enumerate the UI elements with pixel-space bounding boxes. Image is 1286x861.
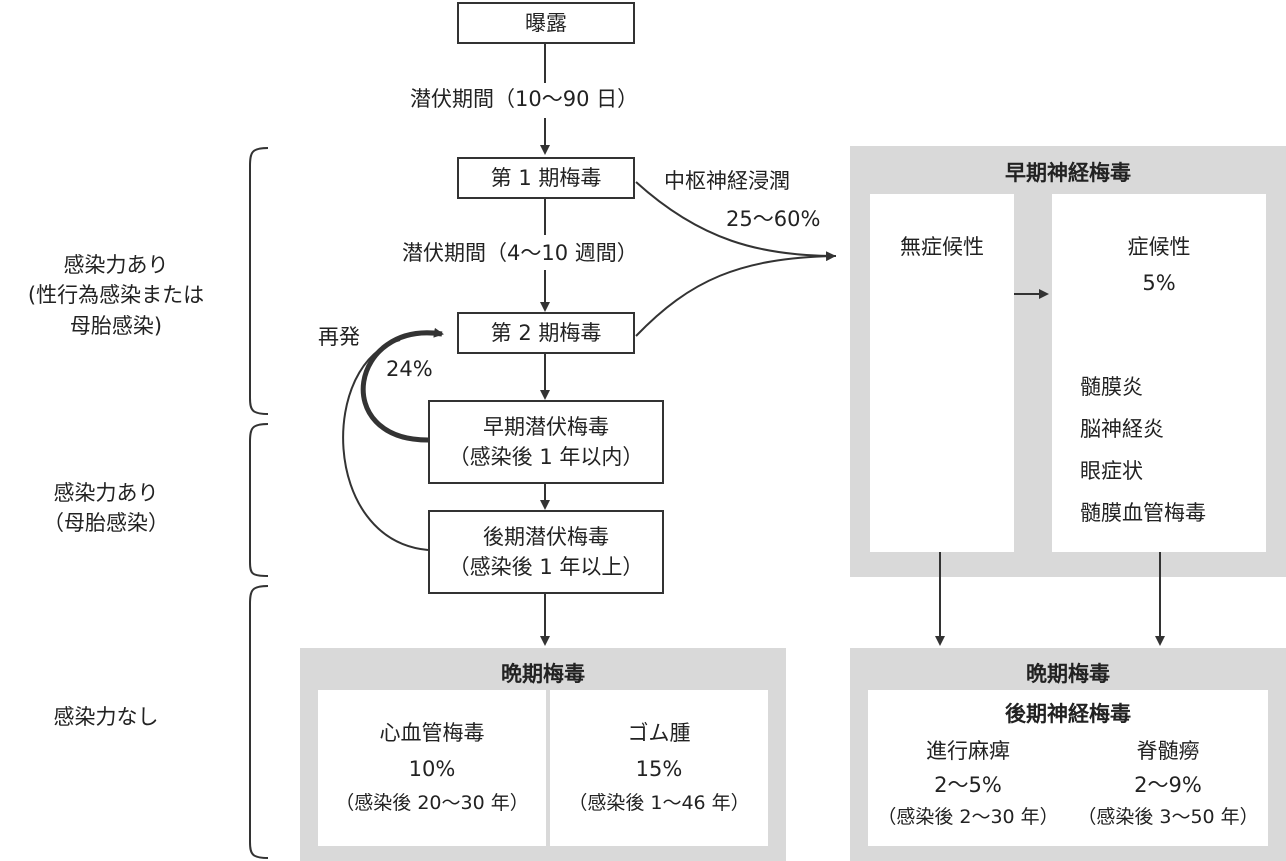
late-neurosyphilis-panel-title: 晩期梅毒 [1026, 662, 1110, 686]
relapse-rate: 24% [386, 357, 433, 381]
relapse-label: 再発 [318, 325, 360, 349]
gumma-name: ゴム腫 [627, 721, 691, 745]
cns-invasion-rate: 25〜60% [726, 207, 821, 231]
early-latent-box: 早期潜伏梅毒 （感染後 1 年以内） [428, 400, 664, 484]
cardiovascular-name: 心血管梅毒 [379, 721, 485, 745]
symptom-item: 眼症状 [1080, 459, 1143, 483]
late-neurosyphilis-box: 後期神経梅毒 進行麻痺 2〜5% （感染後 2〜30 年） 脊髄癆 2〜9% （… [868, 690, 1268, 846]
primary-syphilis-label: 第 1 期梅毒 [490, 165, 602, 190]
curve-primary-to-neuro [635, 181, 837, 257]
late-syphilis-title: 晩期梅毒 [501, 662, 585, 686]
paresis-name: 進行麻痺 [926, 739, 1010, 763]
gumma-box: ゴム腫 15% （感染後 1〜46 年） [550, 690, 768, 846]
gumma-onset: （感染後 1〜46 年） [568, 792, 750, 814]
early-neurosyphilis-panel: 早期神経梅毒 無症候性 症候性 5% 髄膜炎 脳神経炎 眼症状 髄膜血管梅毒 [850, 146, 1286, 577]
early-latent-period: （感染後 1 年以内） [448, 445, 644, 469]
asymptomatic-label: 無症候性 [900, 235, 984, 259]
late-neurosyphilis-subtitle: 後期神経梅毒 [1005, 702, 1131, 726]
cardiovascular-rate: 10% [408, 757, 456, 781]
primary-syphilis-box: 第 1 期梅毒 [457, 157, 635, 199]
gumma-rate: 15% [635, 757, 683, 781]
incubation-label-2: 潜伏期間（4〜10 週間） [402, 238, 638, 269]
infectivity-group-2: 感染力あり （母胎感染） [43, 481, 169, 536]
symptomatic-rate: 5% [1142, 271, 1176, 295]
late-latent-box: 後期潜伏梅毒 （感染後 1 年以上） [428, 510, 664, 594]
brace-noninfective [249, 585, 269, 859]
paresis-rate: 2〜5% [934, 773, 1002, 797]
late-latent-label: 後期潜伏梅毒 [483, 524, 609, 549]
late-syphilis-panel: 晩期梅毒 心血管梅毒 10% （感染後 20〜30 年） ゴム腫 15% （感染… [300, 648, 786, 861]
tabes-rate: 2〜9% [1134, 773, 1202, 797]
paresis-onset: （感染後 2〜30 年） [877, 806, 1059, 828]
symptom-item: 脳神経炎 [1080, 417, 1164, 441]
cardiovascular-onset: （感染後 20〜30 年） [335, 792, 529, 814]
tabes-name: 脊髄癆 [1136, 739, 1200, 763]
brace-infective-2 [249, 423, 269, 577]
infectivity-group-3: 感染力なし [53, 705, 159, 729]
symptom-item: 髄膜血管梅毒 [1080, 501, 1206, 525]
incubation-label-1: 潜伏期間（10〜90 日） [410, 84, 639, 115]
secondary-syphilis-label: 第 2 期梅毒 [490, 320, 602, 345]
symptom-item: 髄膜炎 [1080, 375, 1143, 399]
curve-secondary-to-neuro [635, 251, 836, 337]
cardiovascular-box: 心血管梅毒 10% （感染後 20〜30 年） [318, 690, 546, 846]
secondary-syphilis-box: 第 2 期梅毒 [457, 312, 635, 354]
relapse-curve-early [360, 327, 444, 443]
late-neurosyphilis-panel: 晩期梅毒 後期神経梅毒 進行麻痺 2〜5% （感染後 2〜30 年） 脊髄癆 2… [850, 648, 1286, 861]
brace-infective-1 [249, 147, 269, 415]
early-neurosyphilis-title: 早期神経梅毒 [1005, 161, 1131, 185]
exposure-box: 曝露 [457, 2, 635, 44]
symptomatic-label: 症候性 [1127, 235, 1191, 259]
cns-invasion-label: 中枢神経浸潤 [664, 169, 790, 193]
infectivity-group-1: 感染力あり (性行為感染または 母胎感染) [27, 253, 205, 338]
relapse-curve-late [342, 339, 429, 551]
tabes-onset: （感染後 3〜50 年） [1077, 806, 1259, 828]
asymptomatic-box: 無症候性 [870, 194, 1014, 552]
late-latent-period: （感染後 1 年以上） [448, 555, 644, 579]
exposure-label: 曝露 [525, 10, 567, 35]
early-latent-label: 早期潜伏梅毒 [483, 414, 609, 439]
symptomatic-box: 症候性 5% 髄膜炎 脳神経炎 眼症状 髄膜血管梅毒 [1052, 194, 1266, 552]
